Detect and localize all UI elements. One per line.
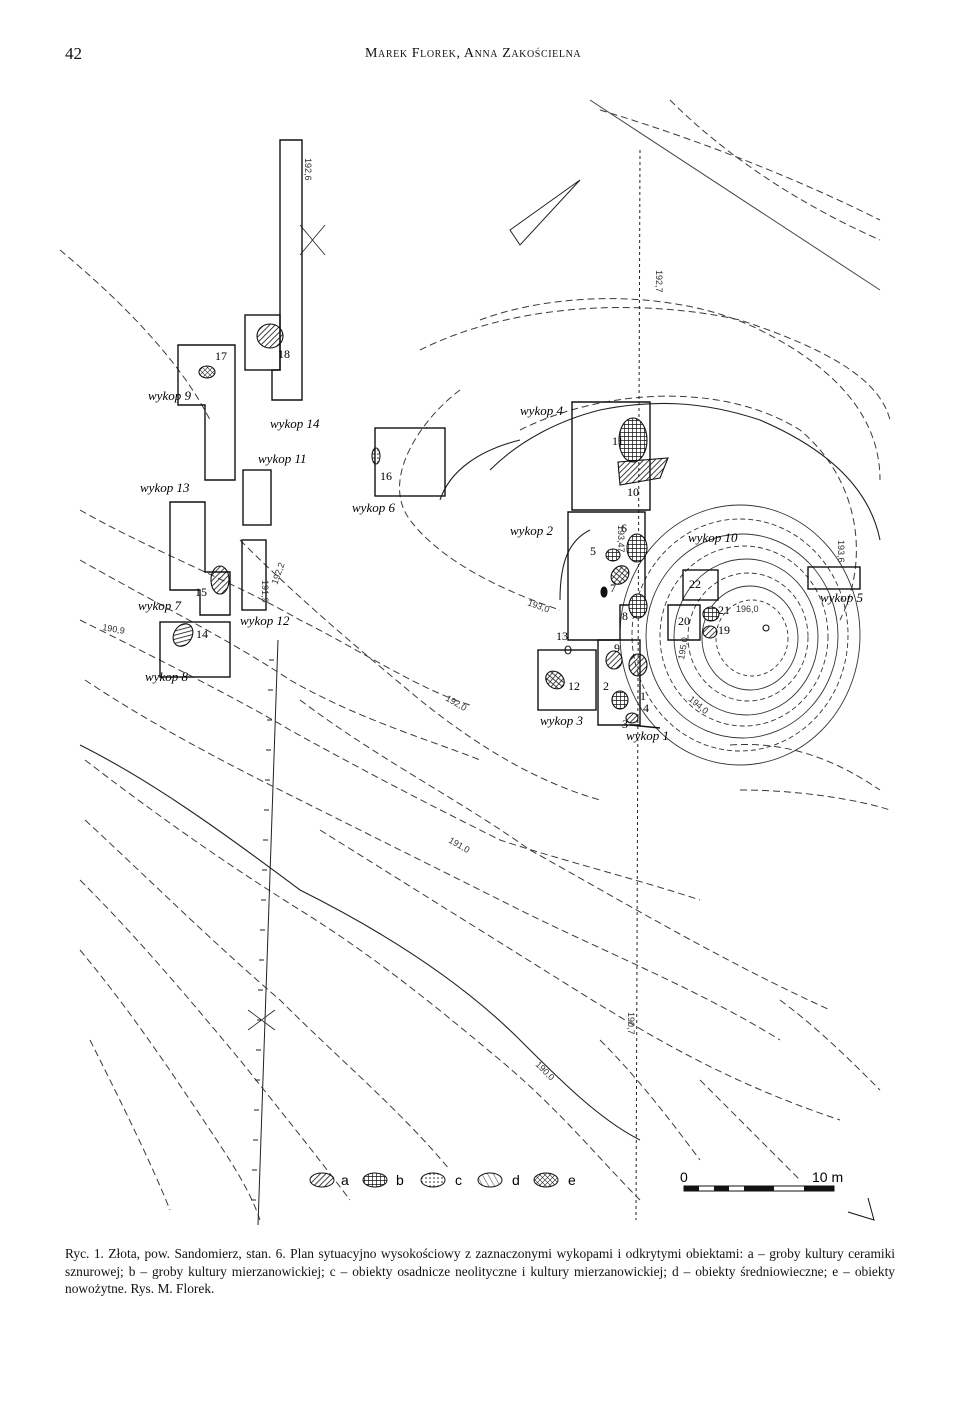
feature-number-4: 4 [643, 701, 649, 715]
label-wykop-6: wykop 6 [352, 500, 395, 515]
trench-labels: wykop 1 wykop 2 wykop 3 wykop 4 wykop 5 … [138, 388, 863, 743]
feature-number-1: 1 [640, 689, 646, 703]
feature-number-22: 22 [689, 577, 701, 591]
legend-swatch-c [420, 1172, 446, 1188]
feature-number-8: 8 [622, 609, 628, 623]
legend-label-c: c [455, 1172, 462, 1188]
feature-number-17: 17 [215, 349, 227, 363]
feature-number-11: 11 [612, 434, 624, 448]
feature-number-6: 6 [621, 521, 627, 535]
feature-number-2: 2 [603, 679, 609, 693]
elevation-label: 193,0 [526, 597, 551, 614]
elevation-label: 190,0 [534, 1059, 557, 1082]
elevation-labels: 192,6 192,7 192,2 191,9 193,6 192,0 193,… [102, 158, 846, 1082]
scale-start-label: 0 [680, 1169, 688, 1185]
legend-swatch-b [362, 1172, 388, 1188]
page-number: 42 [65, 44, 82, 63]
feature-number-15: 15 [195, 585, 207, 599]
feature-number-21: 21 [718, 603, 730, 617]
running-head: Marek Florek, Anna Zakościelna [365, 46, 582, 61]
survey-lines [247, 99, 881, 1226]
label-wykop-2: wykop 2 [510, 523, 553, 538]
contour-lines [59, 99, 891, 1221]
legend-swatch-e [533, 1172, 559, 1188]
feature-number-3: 3 [622, 717, 628, 731]
label-wykop-4: wykop 4 [520, 403, 563, 418]
feature-number-20: 20 [678, 614, 690, 628]
north-arrow-icon [847, 1197, 875, 1221]
hill-contours [619, 504, 861, 766]
elevation-label: 191,9 [260, 580, 270, 603]
feature-number-7: 7 [610, 581, 616, 595]
elevation-label: 192,6 [303, 158, 313, 181]
label-wykop-5: wykop 5 [820, 590, 863, 605]
elevation-label: 190,7 [626, 1012, 636, 1035]
feature-numbers: 1 2 3 4 5 6 7 8 9 10 11 12 13 14 15 16 1… [195, 347, 730, 731]
scale-bar: 0 10 m [680, 1169, 843, 1192]
site-plan-figure: wykop 1 wykop 2 wykop 3 wykop 4 wykop 5 … [59, 99, 891, 1226]
feature-number-10: 10 [627, 485, 639, 499]
label-wykop-10: wykop 10 [688, 530, 738, 545]
feature-number-14: 14 [196, 627, 208, 641]
legend-label-a: a [341, 1172, 349, 1188]
label-wykop-12: wykop 12 [240, 613, 290, 628]
solid-contours [79, 402, 881, 1141]
feature-number-16: 16 [380, 469, 392, 483]
legend-label-d: d [512, 1172, 520, 1188]
label-wykop-7: wykop 7 [138, 598, 181, 613]
elevation-label: 196,0 [736, 604, 759, 614]
label-wykop-1: wykop 1 [626, 728, 669, 743]
figure-caption: Ryc. 1. Złota, pow. Sandomierz, stan. 6.… [65, 1246, 895, 1297]
elevation-label: 192,7 [654, 270, 664, 293]
legend-label-e: e [568, 1172, 576, 1188]
feature-number-18: 18 [278, 347, 290, 361]
label-wykop-11: wykop 11 [258, 451, 307, 466]
label-wykop-13: wykop 13 [140, 480, 190, 495]
elevation-label: 190,9 [102, 622, 126, 636]
elevation-label: 193,47 [616, 525, 626, 553]
label-wykop-14: wykop 14 [270, 416, 320, 431]
elevation-label: 193,6 [836, 540, 846, 563]
feature-number-5: 5 [590, 544, 596, 558]
legend-label-b: b [396, 1172, 404, 1188]
scale-end-label: 10 m [812, 1169, 843, 1185]
elevation-label: 191,0 [447, 835, 472, 855]
label-wykop-9: wykop 9 [148, 388, 191, 403]
elevation-label: 195,0 [676, 636, 690, 660]
feature-number-19: 19 [718, 623, 730, 637]
feature-number-12: 12 [568, 679, 580, 693]
legend-swatch-a [309, 1172, 335, 1188]
feature-number-9: 9 [614, 641, 620, 655]
figure-legend: a b c d e [309, 1172, 576, 1188]
feature-number-13: 13 [556, 629, 568, 643]
trench-outlines [159, 139, 861, 729]
feature-objects [172, 323, 770, 724]
elevation-label: 192,0 [444, 693, 469, 713]
legend-swatch-d [477, 1172, 503, 1188]
label-wykop-8: wykop 8 [145, 669, 188, 684]
label-wykop-3: wykop 3 [540, 713, 583, 728]
